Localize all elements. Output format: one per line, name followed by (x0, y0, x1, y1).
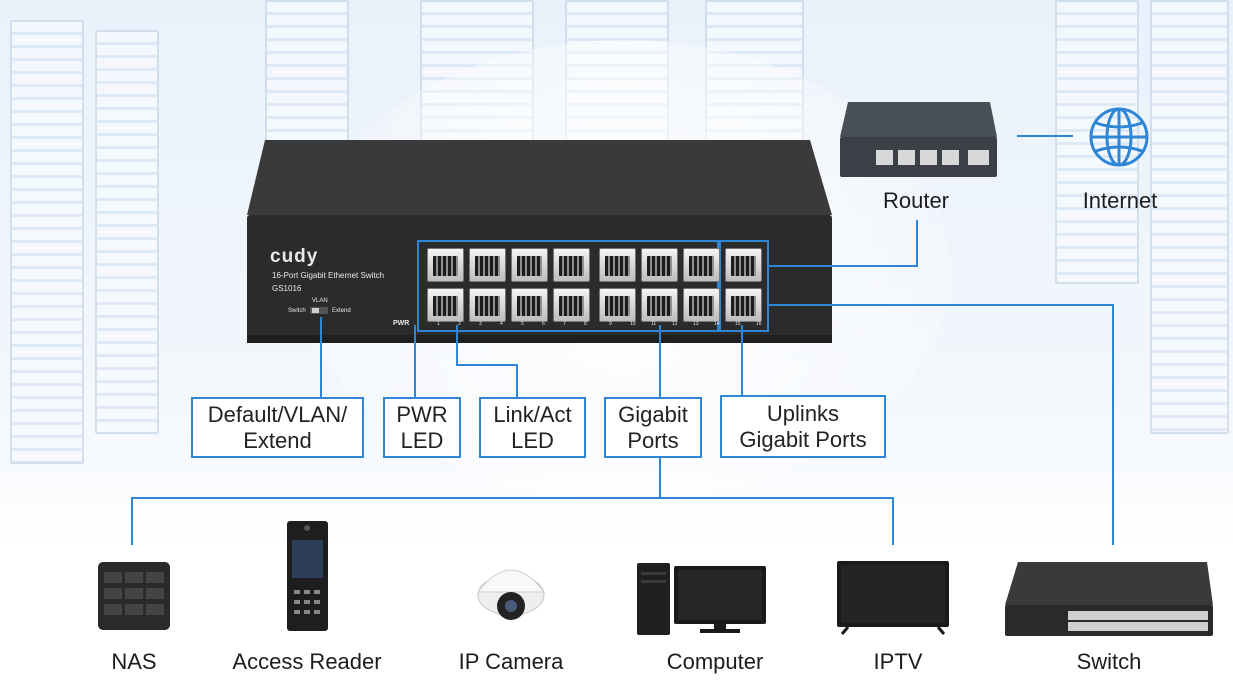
port-number: 14 (714, 321, 720, 327)
device-label-nas: NAS (111, 649, 157, 674)
rj45-port (511, 248, 548, 282)
port-number: 10 (630, 321, 636, 327)
tv-icon (837, 561, 949, 635)
background-rack (95, 30, 159, 434)
switch-model: GS1016 (272, 284, 302, 293)
router-port (942, 150, 959, 165)
port-number: 12 (672, 321, 678, 327)
nas-icon (98, 562, 170, 630)
port-number: 9 (609, 321, 612, 327)
rj45-port (683, 288, 720, 322)
background-rack (1055, 0, 1139, 284)
rj45-port (553, 248, 590, 282)
port-number: 13 (693, 321, 699, 327)
rj45-port (553, 288, 590, 322)
router-port (898, 150, 915, 165)
switch-brand: cudy (270, 246, 319, 267)
rj45-port (641, 288, 678, 322)
device-label-switch: Switch (1076, 649, 1142, 674)
callout-mode: Default/VLAN/ Extend (191, 397, 364, 458)
callout-pwr-led: PWR LED (383, 397, 461, 458)
switch-icon (1005, 562, 1213, 636)
device-label-ip-camera: IP Camera (458, 649, 564, 674)
device-label-iptv: IPTV (873, 649, 923, 674)
router-port (876, 150, 893, 165)
background-rack (10, 20, 84, 464)
router-wan-port (968, 150, 989, 165)
rj45-port (427, 248, 464, 282)
port-number: 2 (458, 321, 461, 327)
router-port (920, 150, 937, 165)
rj45-port (725, 248, 762, 282)
callout-gigabit-ports: Gigabit Ports (604, 397, 702, 458)
rj45-port (683, 248, 720, 282)
dip-switch-knob (312, 308, 319, 313)
callout-link-led: Link/Act LED (479, 397, 586, 458)
rj45-port (511, 288, 548, 322)
port-number: 1 (437, 321, 440, 327)
port-number: 5 (521, 321, 524, 327)
connector-link-led (456, 325, 518, 398)
router-top (840, 102, 997, 137)
pwr-label: PWR (393, 320, 410, 327)
switch-model-line: 16-Port Gigabit Ethernet Switch (272, 271, 385, 280)
connector-router (768, 220, 918, 267)
port-number: 16 (756, 321, 762, 327)
gigabit-ports-outline (417, 240, 721, 332)
device-label-computer: Computer (666, 649, 764, 674)
background-rack (1150, 0, 1229, 434)
computer-icon (637, 563, 766, 635)
rj45-port (469, 288, 506, 322)
port-number: 15 (735, 321, 741, 327)
internet-label: Internet (1082, 188, 1158, 213)
callout-uplinks: Uplinks Gigabit Ports (720, 395, 886, 458)
port-number: 7 (563, 321, 566, 327)
rj45-port (725, 288, 762, 322)
ip-camera-icon (476, 569, 546, 620)
connector-devices-bus (131, 497, 894, 545)
router-body (840, 137, 997, 177)
port-number: 6 (542, 321, 545, 327)
port-number: 11 (651, 321, 657, 327)
router-label: Router (882, 188, 950, 213)
access-reader-icon (287, 521, 328, 631)
switch-bottom-edge (247, 335, 832, 343)
connector-switch (768, 304, 1114, 545)
port-number: 3 (479, 321, 482, 327)
dip-left-label: Switch (288, 308, 306, 314)
port-number: 8 (584, 321, 587, 327)
rj45-port (599, 288, 636, 322)
rj45-port (599, 248, 636, 282)
globe-icon (1089, 107, 1149, 167)
dip-right-label: Extend (332, 308, 351, 314)
rj45-port (641, 248, 678, 282)
device-label-access-reader: Access Reader (232, 649, 382, 674)
port-number: 4 (500, 321, 503, 327)
switch-top-panel (247, 140, 832, 215)
rj45-port (469, 248, 506, 282)
dip-top-label: VLAN (312, 298, 328, 304)
rj45-port (427, 288, 464, 322)
